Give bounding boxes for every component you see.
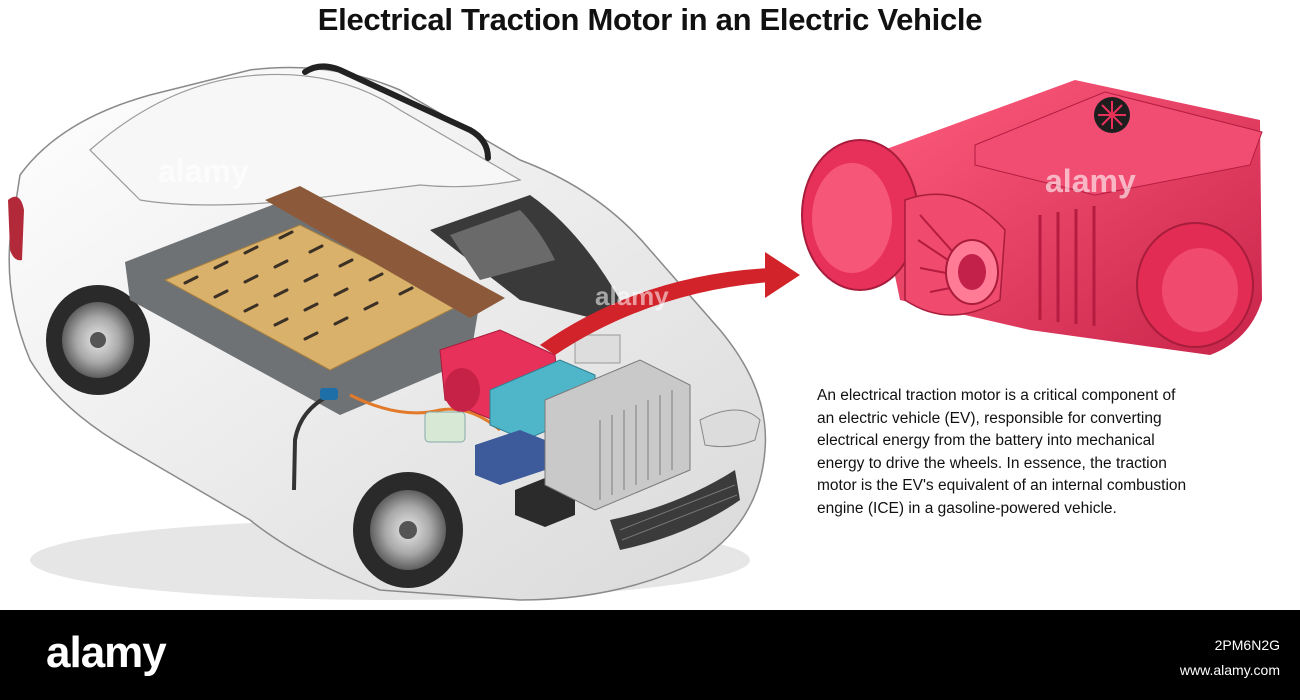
battery-side-modules [265,186,505,318]
power-electronics [544,359,691,511]
description-paragraph: An electrical traction motor is a critic… [817,385,1300,520]
description-line: engine (ICE) in a gasoline-powered vehic… [817,499,1117,517]
stock-footer: alamy 2PM6N2G www.alamy.com [0,610,1300,700]
ev-illustration: alamy alamy alamy [8,63,1263,601]
windshield-glare [450,210,555,280]
page-title: Electrical Traction Motor in an Electric… [317,2,983,37]
motor-end-cap-inner [1162,248,1238,332]
description-line: an electric vehicle (EV), responsible fo… [817,409,1162,427]
output-shaft-hole [958,254,986,290]
motor-top-cover [974,91,1263,196]
roof-rail [302,63,491,161]
description-line: An electrical traction motor is a critic… [817,387,1176,404]
gear-bell-inner [812,163,892,273]
car-roof [89,73,522,206]
front-wheel-hub [399,521,417,539]
infographic-canvas: Electrical Traction Motor in an Electric… [8,2,1300,601]
pointer-arrow [540,252,800,355]
watermark-center: alamy [595,281,669,311]
engine-bay [424,329,691,527]
arrow-shaft [540,268,770,355]
rear-wheel-hub [90,332,106,348]
description-line: energy to drive the wheels. In essence, … [817,454,1167,472]
description-line: electrical energy from the battery into … [817,432,1155,449]
headlight [699,409,761,448]
battery-pack [125,186,505,491]
tail-light [8,196,24,261]
footer-url[interactable]: www.alamy.com [1179,662,1280,678]
description-line: motor is the EV's equivalent of an inter… [817,477,1187,494]
inverter-box [475,430,545,485]
traction-motor-enlarged [801,80,1263,355]
footer-image-id: 2PM6N2G [1214,637,1280,653]
watermark-motor: alamy [1045,163,1136,199]
charging-plug [320,388,338,400]
hv-wiring [349,393,501,432]
front-grille [610,470,740,550]
filter-grid [574,334,621,364]
watermark-car: alamy [158,153,249,189]
arrow-head [765,252,800,298]
fluid-reservoir [424,411,466,443]
footer-brand-logo[interactable]: alamy [46,628,167,677]
electric-car [8,63,767,601]
car-motor-end [444,368,480,412]
